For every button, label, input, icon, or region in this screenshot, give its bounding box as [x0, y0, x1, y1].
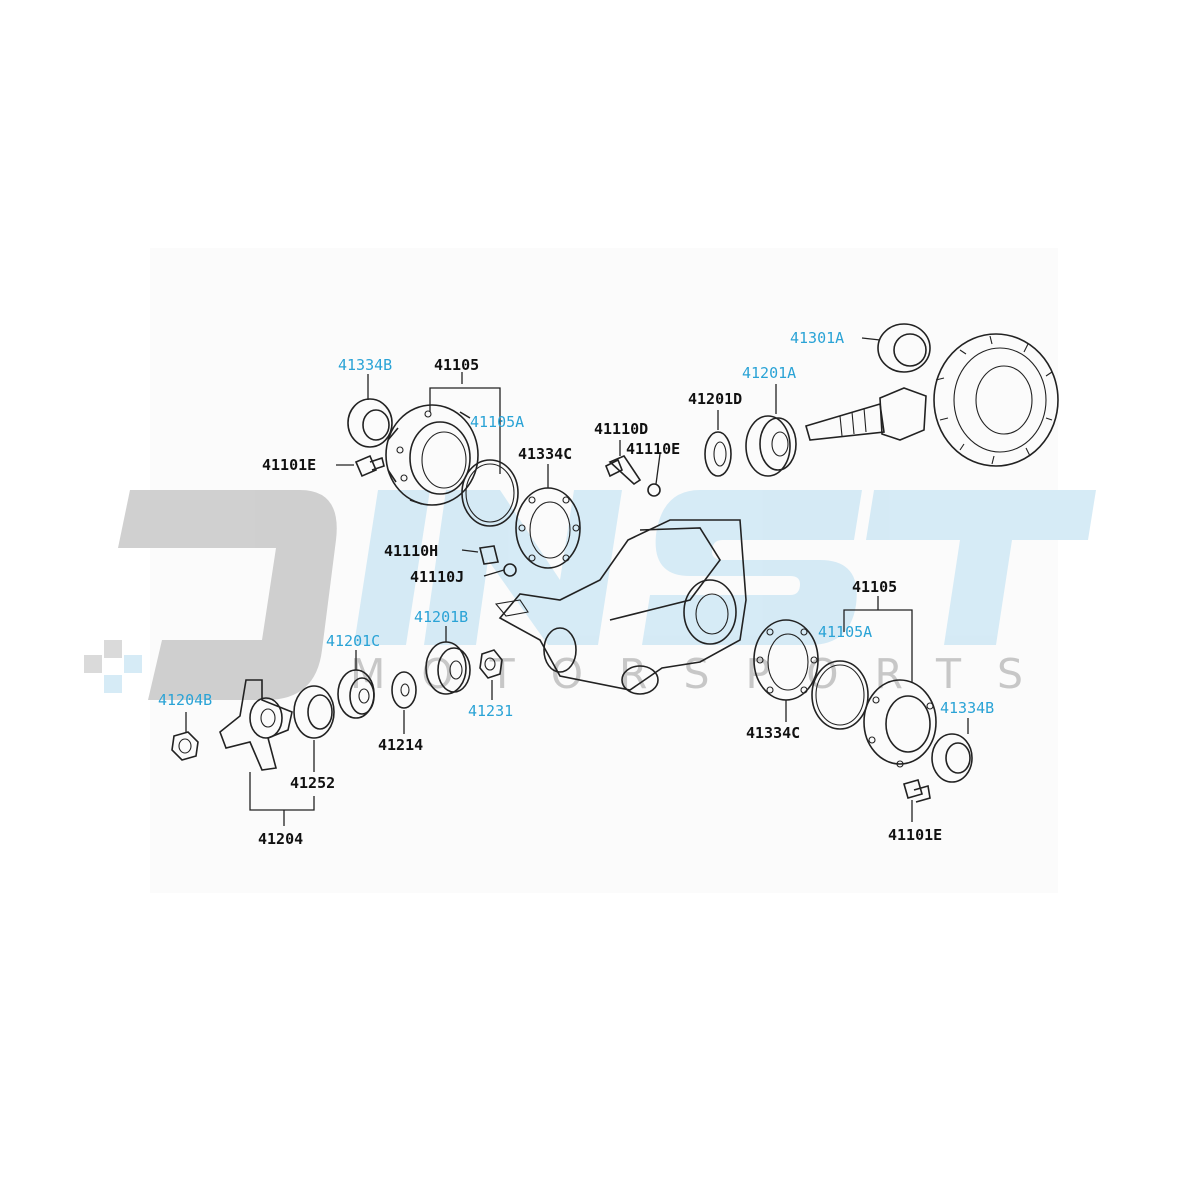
label-41110d[interactable]: 41110D [594, 420, 648, 438]
label-41105-right[interactable]: 41105 [852, 578, 897, 596]
label-41334c-top[interactable]: 41334C [518, 445, 572, 463]
label-41110e[interactable]: 41110E [626, 440, 680, 458]
label-41105a-right[interactable]: 41105A [818, 623, 872, 641]
side-cover-left [385, 404, 479, 506]
bolt-right [903, 779, 931, 803]
label-41105-left[interactable]: 41105 [434, 356, 479, 374]
label-41252[interactable]: 41252 [290, 774, 335, 792]
label-41334b-left[interactable]: 41334B [338, 356, 392, 374]
label-41101e-left[interactable]: 41101E [262, 456, 316, 474]
nut-41204b [171, 731, 199, 761]
stud-and-nut [604, 455, 661, 497]
logo-letter-s [642, 490, 862, 645]
label-41301a[interactable]: 41301A [790, 329, 844, 347]
drive-pinion [805, 387, 927, 441]
companion-flange [219, 679, 293, 771]
label-41204b[interactable]: 41204B [158, 691, 212, 709]
label-41214[interactable]: 41214 [378, 736, 423, 754]
differential-carrier [494, 519, 747, 695]
logo-letter-i [354, 490, 430, 645]
bolt-left [354, 454, 385, 478]
o-ring-right [811, 660, 869, 730]
label-41201c[interactable]: 41201C [326, 632, 380, 650]
washer-41214 [391, 671, 417, 709]
label-41110h[interactable]: 41110H [384, 542, 438, 560]
label-41110j[interactable]: 41110J [410, 568, 464, 586]
label-41101e-right[interactable]: 41101E [888, 826, 942, 844]
label-41201d[interactable]: 41201D [688, 390, 742, 408]
label-41201a[interactable]: 41201A [742, 364, 796, 382]
seal-41252 [293, 685, 335, 739]
ring-gear [933, 333, 1059, 467]
o-ring-left [461, 459, 519, 527]
logo-letter-t [866, 490, 1096, 645]
logo-letter-d [118, 490, 337, 700]
logo-letter-n [424, 490, 622, 645]
label-41334b-right[interactable]: 41334B [940, 699, 994, 717]
side-cover-right [863, 679, 937, 768]
oil-seal-left [347, 398, 393, 448]
leader-lines [185, 337, 969, 826]
label-41201b[interactable]: 41201B [414, 608, 468, 626]
bearing-41201c [337, 669, 375, 719]
bearing-41201a [745, 415, 797, 477]
nut-41231 [479, 649, 503, 679]
oil-seal-right [931, 733, 973, 783]
checkered-flag-icon [84, 640, 142, 693]
label-41231[interactable]: 41231 [468, 702, 513, 720]
label-41105a-left[interactable]: 41105A [470, 413, 524, 431]
spacer-41201d [704, 431, 732, 477]
oil-seal-41301a [877, 323, 931, 373]
label-41334c-bottom[interactable]: 41334C [746, 724, 800, 742]
watermark-logo: MOTORSPORTS [84, 490, 1096, 700]
label-41204[interactable]: 41204 [258, 830, 303, 848]
